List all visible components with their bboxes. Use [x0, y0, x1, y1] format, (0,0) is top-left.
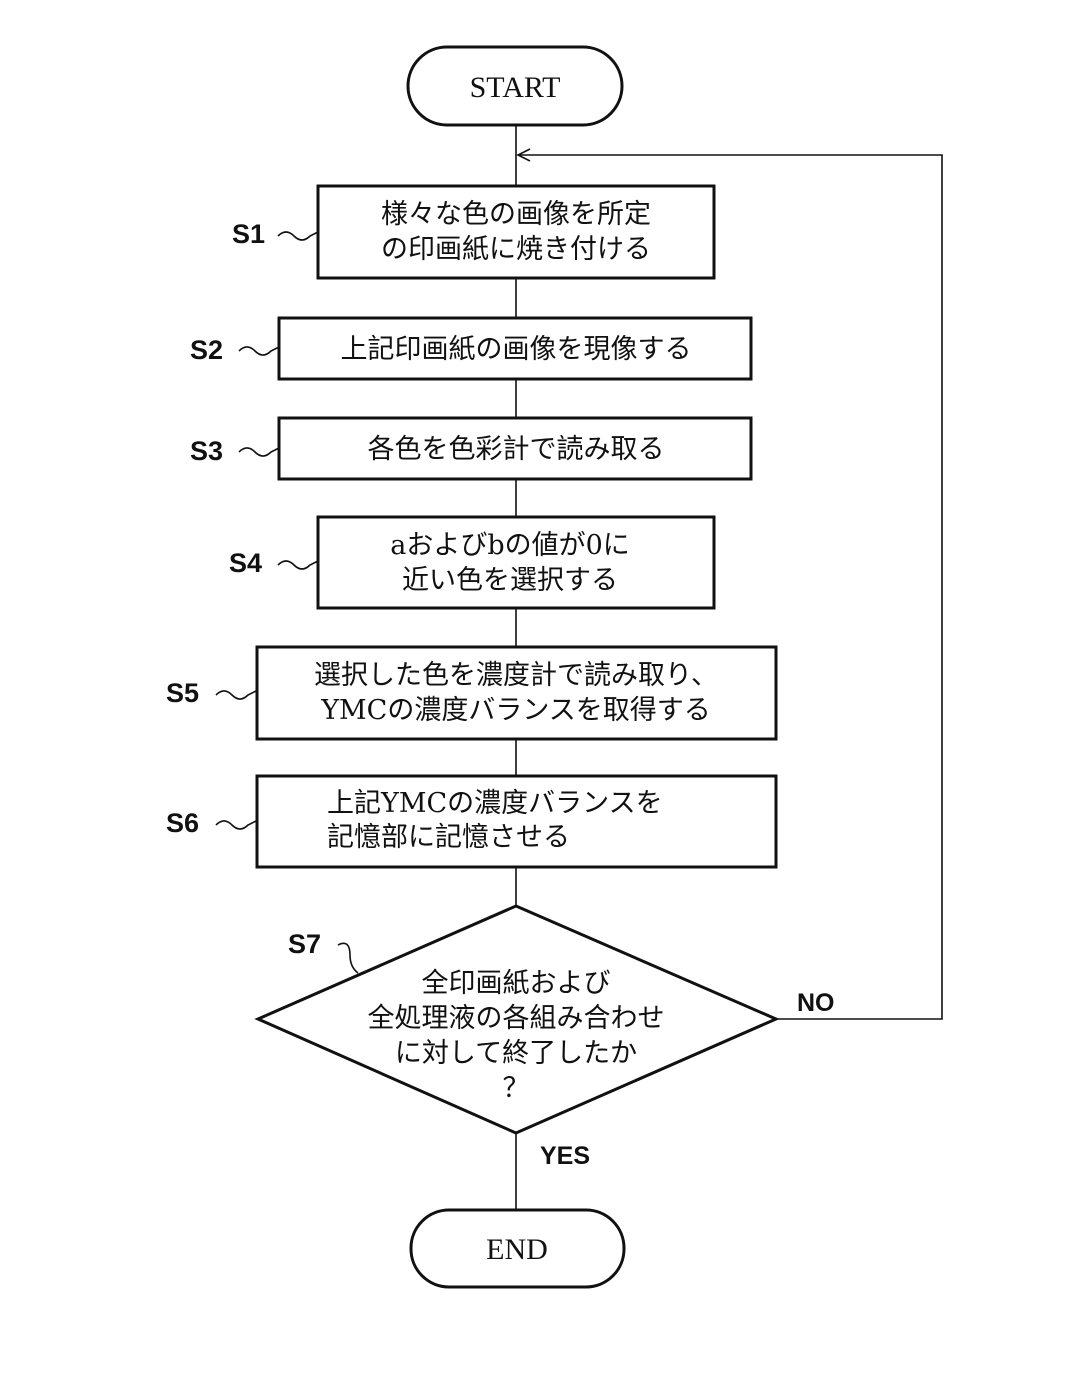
step-s5-line-2: YMCの濃度バランスを取得する [320, 695, 711, 726]
step-s6-line-2: 記憶部に記憶させる [327, 822, 570, 853]
leader-tilde-icon [239, 347, 279, 355]
start-terminator: START [408, 47, 622, 125]
step-s3: 各色を色彩計で読み取る S3 [190, 418, 751, 479]
leader-tilde-icon [216, 691, 256, 699]
decision-s7-line-4: ？ [503, 1073, 530, 1104]
step-s4-id: S4 [229, 548, 262, 578]
step-s6: 上記YMCの濃度バランスを 記憶部に記憶させる S6 [166, 776, 776, 867]
start-label: START [470, 71, 561, 104]
step-s2-line-1: 上記印画紙の画像を現像する [341, 334, 692, 365]
decision-s7-line-1: 全印画紙および [422, 968, 611, 999]
step-s6-line-1: 上記YMCの濃度バランスを [327, 788, 663, 819]
step-s5-line-1: 選択した色を濃度計で読み取り、 [314, 660, 718, 691]
step-s3-line-1: 各色を色彩計で読み取る [368, 434, 665, 465]
step-s1-id: S1 [232, 219, 265, 249]
step-s1-line-2: の印画紙に焼き付ける [381, 234, 651, 265]
step-s2-id: S2 [190, 335, 223, 365]
step-s2: 上記印画紙の画像を現像する S2 [190, 318, 751, 379]
leader-tilde-icon [338, 943, 358, 973]
step-s1-line-1: 様々な色の画像を所定 [381, 199, 651, 230]
leader-tilde-icon [278, 232, 318, 240]
step-s4-line-2: 近い色を選択する [402, 565, 618, 596]
decision-s7-id: S7 [288, 929, 321, 959]
leader-tilde-icon [216, 821, 256, 829]
decision-s7: 全印画紙および 全処理液の各組み合わせ に対して終了したか ？ S7 NO YE… [258, 906, 835, 1170]
decision-s7-line-3: に対して終了したか [395, 1038, 637, 1069]
end-label: END [486, 1233, 548, 1266]
step-s5-id: S5 [166, 678, 199, 708]
decision-no-label: NO [797, 989, 835, 1017]
step-s3-id: S3 [190, 436, 223, 466]
decision-s7-line-2: 全処理液の各組み合わせ [368, 1003, 665, 1034]
step-s6-id: S6 [166, 808, 199, 838]
step-s4: aおよびbの値が0に 近い色を選択する S4 [229, 517, 714, 608]
step-s1: 様々な色の画像を所定 の印画紙に焼き付ける S1 [232, 186, 714, 278]
step-s4-line-1: aおよびbの値が0に [390, 530, 630, 561]
leader-tilde-icon [278, 561, 318, 569]
step-s5: 選択した色を濃度計で読み取り、 YMCの濃度バランスを取得する S5 [166, 647, 776, 739]
end-terminator: END [411, 1210, 624, 1287]
leader-tilde-icon [239, 448, 279, 456]
decision-yes-label: YES [540, 1142, 590, 1170]
